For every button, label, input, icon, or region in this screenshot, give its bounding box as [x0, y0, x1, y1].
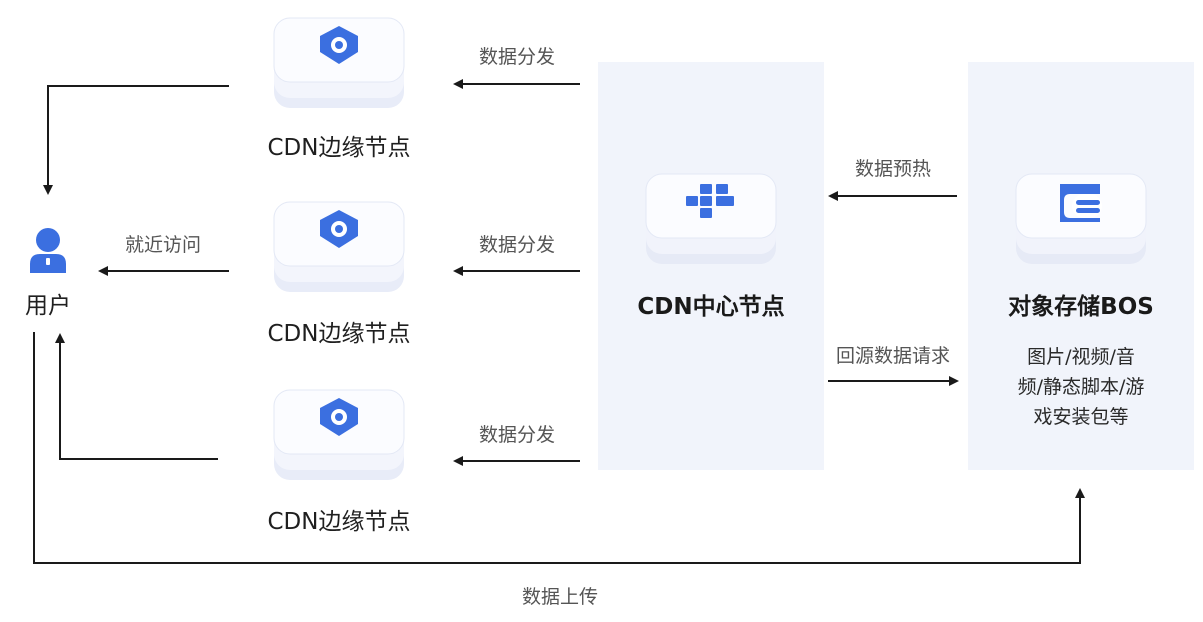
storage-desc-line: 图片/视频/音 [1027, 346, 1135, 368]
storage-desc: 图片/视频/音 频/静态脚本/游 戏安装包等 [996, 342, 1166, 432]
edge1-to-user-line [43, 85, 229, 195]
center-node-icon [642, 170, 780, 270]
edge-node-2-label: CDN边缘节点 [267, 321, 411, 347]
storage-desc-line: 频/静态脚本/游 [1017, 376, 1145, 398]
edge-node-3-label: CDN边缘节点 [267, 509, 411, 535]
storage-label: 对象存储BOS [1008, 294, 1154, 320]
edge-node-1-label: CDN边缘节点 [267, 135, 411, 161]
storage-icon [1012, 170, 1150, 270]
center-node-label: CDN中心节点 [637, 294, 785, 320]
upload-line [33, 332, 1085, 564]
preheat-label: 数据预热 [854, 158, 931, 180]
user-icon [26, 226, 70, 274]
nearby-access-label: 就近访问 [124, 234, 201, 256]
distribute-label-2: 数据分发 [478, 234, 555, 256]
center-node-panel [598, 62, 824, 470]
edge-node-icon [270, 386, 408, 486]
upload-label: 数据上传 [521, 586, 598, 608]
distribute-label-1: 数据分发 [478, 46, 555, 68]
origin-request-label: 回源数据请求 [835, 345, 950, 367]
edge-node-icon [270, 198, 408, 298]
storage-panel [968, 62, 1194, 470]
user-label: 用户 [25, 293, 71, 319]
edge-node-icon [270, 14, 408, 114]
distribute-label-3: 数据分发 [478, 424, 555, 446]
storage-desc-line: 戏安装包等 [1033, 406, 1129, 428]
edge3-to-user-line [55, 333, 218, 460]
